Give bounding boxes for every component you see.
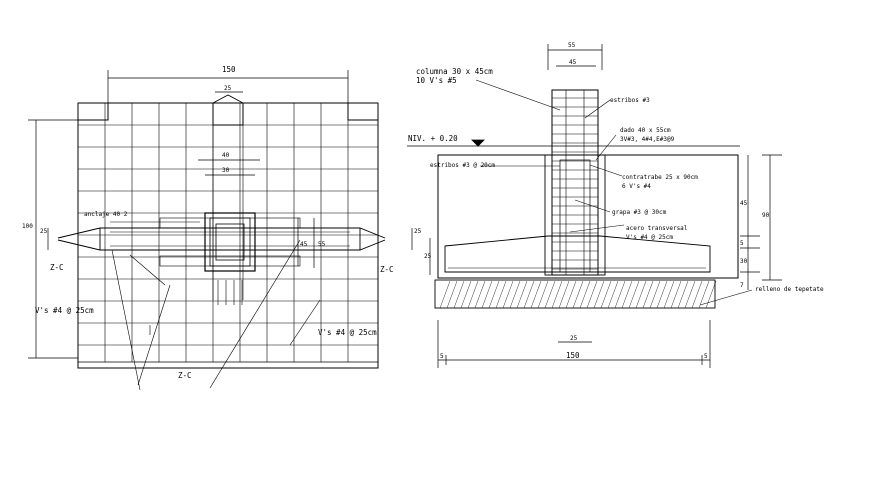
section-hatch-line [453, 280, 465, 309]
plan-leaders [110, 221, 321, 391]
relleno-label: relleno de tepetate [755, 286, 824, 293]
section-hatch-line [663, 280, 675, 309]
grapa-label: grapa #3 @ 30cm [612, 209, 667, 216]
section-hatch-line [572, 280, 584, 309]
section-hatch-line [649, 280, 661, 309]
section-hatch-line [586, 280, 598, 309]
section-hatch-line [516, 280, 528, 309]
plan-bars-right-label: V's #4 @ 25cm [318, 328, 377, 337]
section-dim-bottom-left: 5 [440, 353, 444, 360]
plan-top-notch [78, 103, 378, 121]
section-hatch-line [642, 280, 654, 309]
acero-label-2: V's #4 @ 25cm [626, 234, 673, 241]
plan-labels: 150 25 100 25 25 40 30 45 55 anclaje 40 … [22, 65, 422, 380]
section-hatch-line [684, 280, 696, 309]
section-hatch-line [460, 280, 472, 309]
contratrabe-label-1: contratrabe 25 x 90cm [622, 174, 698, 181]
section-hatch-line [635, 280, 647, 309]
section-hatch-line [656, 280, 668, 309]
section-dim-bottom-center: 25 [570, 335, 578, 342]
plan-rebar-grid [78, 103, 378, 362]
section-footing-slope [444, 235, 711, 273]
section-hatch-line [530, 280, 542, 309]
plan-dim-inner-3: 45 [300, 241, 308, 248]
column-label-1: columna 30 x 45cm [416, 67, 493, 76]
column-label-2: 10 V's #5 [416, 76, 457, 85]
section-hatch-line [474, 280, 486, 309]
section-hatch-line [551, 280, 563, 309]
section-hatch-line [600, 280, 612, 309]
section-column [551, 89, 599, 276]
section-mark-right: Z-C [380, 265, 394, 274]
section-hatch-line [509, 280, 521, 309]
section-hatch-line [614, 280, 626, 309]
plan-dim-left-total: 100 [22, 223, 33, 230]
section-leaders [475, 79, 753, 306]
section-dim-right-3: 5 [740, 240, 744, 247]
section-hatch-line [670, 280, 682, 309]
plan-grade-beam-band [57, 227, 386, 251]
section-hatch-line [677, 280, 689, 309]
estribos-label: estribos #3 [610, 97, 650, 104]
section-backfill-hatch [439, 280, 717, 309]
section-hatch-line [565, 280, 577, 309]
section-hatch-line [439, 280, 451, 309]
section-dimensions [429, 44, 782, 368]
section-backfill-layer [434, 279, 716, 309]
section-hatch-line [488, 280, 500, 309]
section-hatch-line [705, 280, 717, 309]
dado-label-2: 3V#3, 4#4,E#3@9 [620, 136, 675, 143]
level-marker [407, 139, 740, 147]
section-hatch-line [467, 280, 479, 309]
plan-dim-top-column: 25 [224, 85, 232, 92]
section-hatch-line [502, 280, 514, 309]
plan-dim-top-total: 150 [222, 65, 236, 74]
section-dim-bottom-total: 150 [566, 351, 580, 360]
section-dim-right-1: 45 [740, 200, 748, 207]
section-hatch-line [495, 280, 507, 309]
section-hatch-line [523, 280, 535, 309]
section-hatch-line [579, 280, 591, 309]
plan-column [159, 94, 301, 305]
section-hatch-line [621, 280, 633, 309]
acero-label-1: acero transversal [626, 225, 688, 232]
section-mark-left: Z-C [50, 263, 64, 272]
plan-dim-inner-4: 55 [318, 241, 326, 248]
section-hatch-line [446, 280, 458, 309]
section-dim-column-inner: 45 [569, 59, 577, 66]
section-dim-bottom-right: 5 [704, 353, 708, 360]
section-hatch-line [481, 280, 493, 309]
plan-dimensions [28, 70, 413, 359]
section-mark-bottom: Z-C [178, 371, 192, 380]
dado-label-1: dado 40 x 55cm [620, 127, 671, 134]
plan-dim-inner-2: 30 [222, 167, 230, 174]
plan-bars-left-label: V's #4 @ 25cm [35, 306, 94, 315]
contratrabe-label-2: 6 V's #4 [622, 183, 651, 190]
section-dim-left-1: 25 [424, 253, 432, 260]
section-view [434, 89, 739, 309]
section-dim-right-2: 90 [762, 212, 770, 219]
section-hatch-line [698, 280, 710, 309]
plan-dim-left-edge: 25 [40, 228, 48, 235]
section-dim-right-5: 7 [740, 282, 744, 289]
section-labels: 55 45 columna 30 x 45cm 10 V's #5 estrib… [408, 42, 824, 360]
section-hatch-line [691, 280, 703, 309]
section-dim-column-outer: 55 [568, 42, 576, 49]
plan-anchor-label: anclaje 40 2 [84, 211, 128, 218]
section-hatch-line [537, 280, 549, 309]
section-stirrups [552, 97, 598, 270]
level-label: NIV. + 0.20 [408, 134, 458, 143]
section-hatch-line [628, 280, 640, 309]
section-hatch-line [544, 280, 556, 309]
section-hatch-line [558, 280, 570, 309]
plan-dim-right-edge: 25 [414, 228, 422, 235]
section-dim-right-4: 30 [740, 258, 748, 265]
section-hatch-line [593, 280, 605, 309]
plan-dim-inner-1: 40 [222, 152, 230, 159]
section-hatch-line [607, 280, 619, 309]
estribos2-label: estribos #3 @ 20cm [430, 162, 495, 169]
